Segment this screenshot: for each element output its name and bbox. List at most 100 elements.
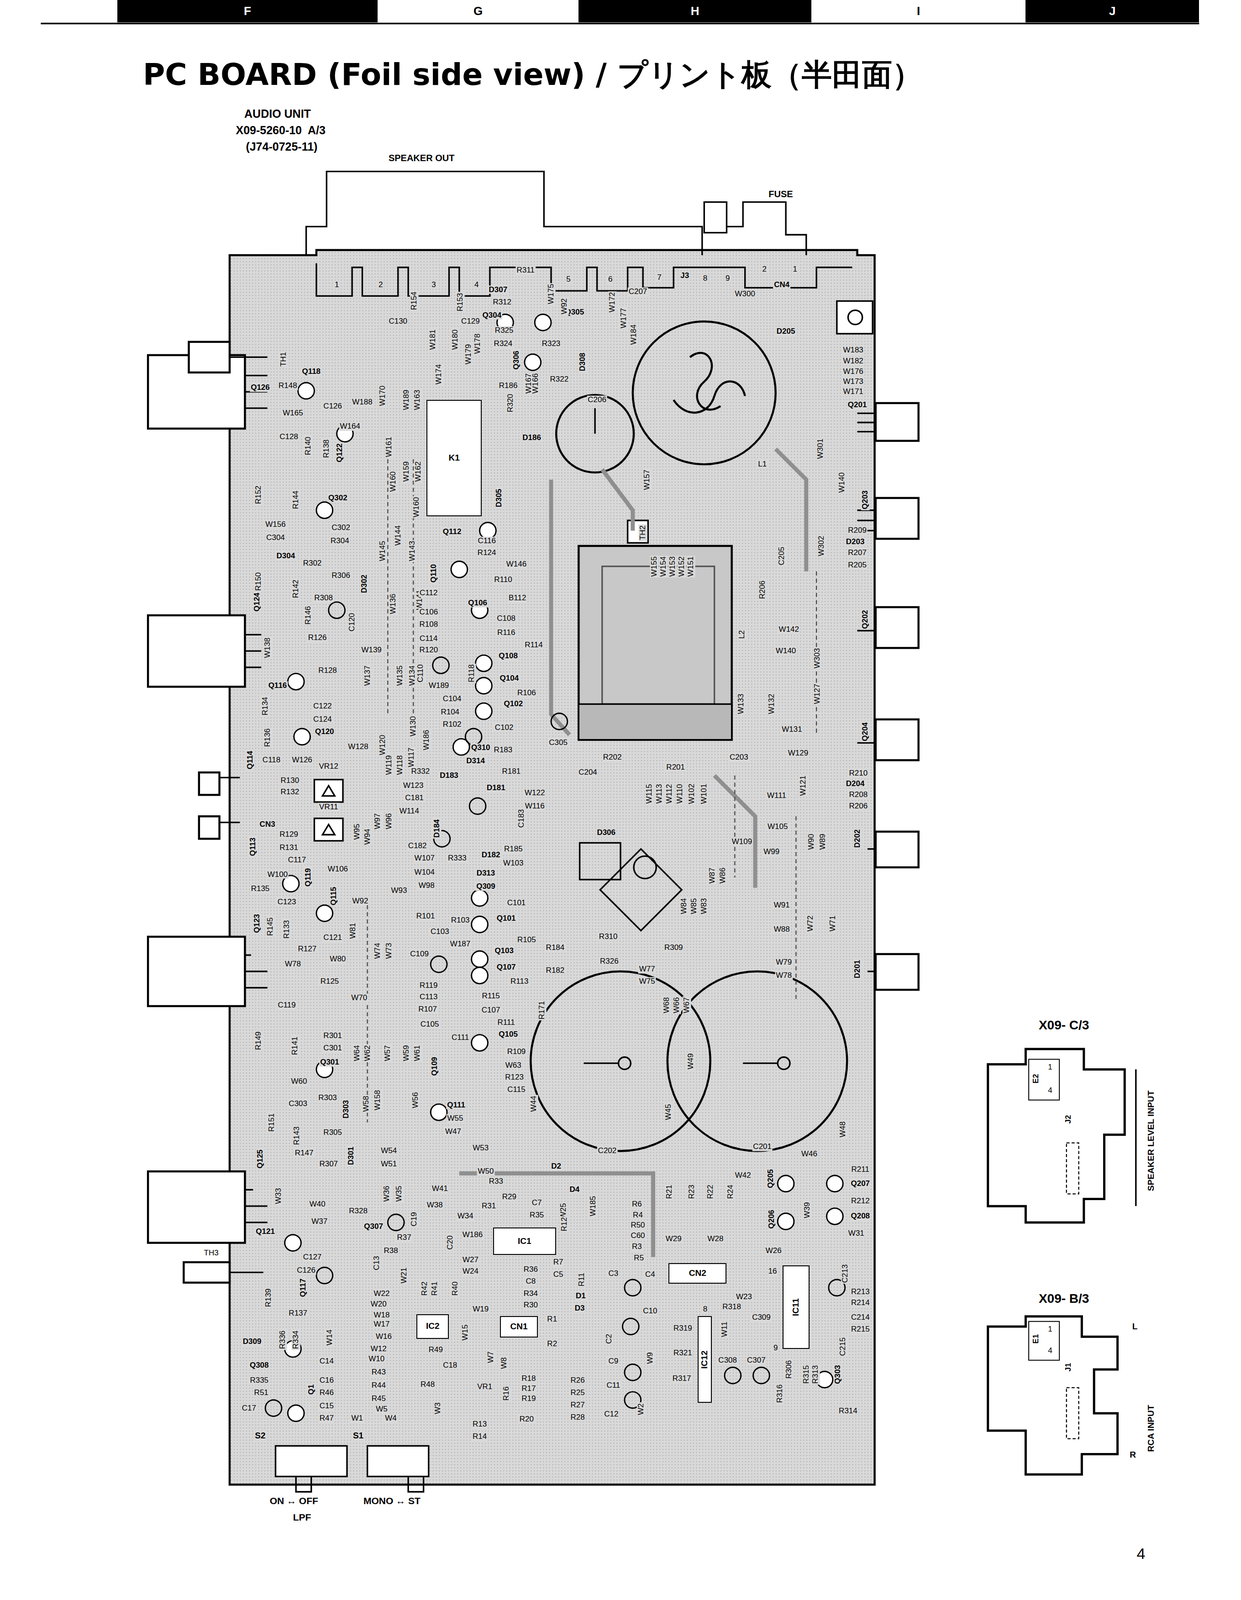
part-label: R152: [253, 484, 263, 506]
part-label: W15: [461, 1324, 470, 1342]
part-label: R51: [253, 1388, 270, 1398]
part-label: W117: [406, 746, 416, 768]
part-label: R145: [266, 916, 275, 937]
part-label: C14: [318, 1356, 335, 1366]
part-label: C5: [552, 1270, 565, 1279]
part-label: W27: [461, 1256, 480, 1265]
part-label: W54: [379, 1146, 398, 1156]
part-label: W58: [362, 1095, 371, 1114]
copper-traces: [459, 449, 807, 1258]
part-label: R142: [291, 578, 301, 600]
part-label: Q301: [319, 1057, 341, 1067]
part-label: Q309: [475, 882, 497, 892]
part-label: W136: [388, 593, 398, 616]
part-label: Q119: [304, 867, 313, 889]
part-label: W172: [608, 290, 617, 313]
part-label: W112: [665, 783, 674, 805]
transistor-body: [524, 354, 542, 371]
part-label: Q109: [430, 1056, 440, 1078]
part-label: C206: [586, 395, 608, 405]
part-label: C8: [524, 1277, 537, 1287]
part-label: R36: [522, 1265, 539, 1274]
part-label: R108: [418, 620, 439, 630]
part-label: R41: [430, 1280, 440, 1297]
part-label: C18: [441, 1361, 458, 1370]
part-label: R12: [560, 1216, 569, 1233]
part-label: W165: [281, 409, 304, 418]
part-label: W48: [838, 1120, 848, 1139]
part-label: W163: [413, 389, 422, 411]
node-text: IC12: [699, 1350, 710, 1369]
part-label: L1: [757, 460, 768, 469]
part-label: Q308: [248, 1361, 270, 1370]
part-label: C126: [295, 1266, 317, 1275]
column-band: G: [377, 0, 579, 23]
transistor-body: [777, 1175, 795, 1193]
transistor-body: [475, 677, 493, 695]
part-label: R114: [523, 640, 544, 650]
part-label: MONO ↔ ST: [362, 1495, 422, 1507]
part-label: D205: [775, 327, 797, 337]
transistor-body: [826, 1175, 844, 1193]
part-label: W95: [352, 822, 362, 841]
part-label: C114: [418, 634, 439, 644]
part-label: R140: [304, 435, 313, 457]
part-label: W26: [764, 1246, 783, 1256]
part-label: R25: [569, 1388, 586, 1398]
part-label: 8: [702, 274, 709, 284]
part-label: W162: [414, 460, 423, 483]
part-label: R38: [382, 1246, 399, 1256]
part-label: W16: [374, 1332, 393, 1342]
part-label: W114: [398, 807, 421, 816]
board-outline: [229, 250, 875, 1486]
part-label: RCA INPUT: [1146, 1404, 1157, 1454]
part-label: R23: [687, 1183, 697, 1200]
part-label: W87: [708, 866, 717, 885]
node-text: IC2: [425, 1321, 440, 1332]
part-label: W186: [422, 728, 432, 751]
part-label: W181: [428, 328, 437, 351]
part-label: CN3: [258, 820, 277, 830]
node-text: X09- B/3: [1038, 1292, 1090, 1307]
node-text: F: [243, 4, 252, 18]
part-label: C20: [445, 1235, 455, 1252]
connector-tab: [704, 202, 727, 233]
part-label: W70: [350, 993, 369, 1003]
part-label: W126: [290, 756, 313, 765]
part-label: W182: [841, 357, 864, 366]
part-label: W66: [672, 996, 682, 1015]
part-label: W185: [588, 1195, 598, 1218]
part-label: D1: [574, 1291, 587, 1301]
part-label: W140: [837, 471, 847, 494]
part-label: C181: [404, 794, 425, 803]
part-label: R40: [451, 1280, 460, 1297]
part-label: C12: [603, 1410, 620, 1420]
part-label: W174: [434, 363, 444, 386]
capacitor-body: [624, 1279, 642, 1297]
part-label: W160: [412, 496, 421, 519]
part-label: Q310: [470, 743, 492, 753]
part-label: R131: [278, 843, 300, 853]
part-label: Q110: [429, 563, 439, 584]
part-label: W179: [464, 342, 474, 365]
capacitor-outline: [556, 394, 634, 473]
part-label: W133: [736, 693, 746, 716]
capacitor-body: [328, 602, 346, 619]
part-label: R154: [410, 290, 419, 312]
part-label: C16: [318, 1376, 335, 1386]
part-label: D186: [521, 433, 542, 443]
part-label: R132: [279, 787, 300, 797]
sub-board: X09- B/3: [984, 1292, 1143, 1487]
part-label: R305: [322, 1128, 343, 1138]
node-text: G: [473, 4, 483, 18]
connector-box: CN1: [499, 1316, 538, 1338]
part-label: CN4: [772, 280, 791, 290]
part-label: C110: [416, 663, 426, 684]
part-label: W123: [402, 781, 425, 791]
inductor-winding: [673, 352, 745, 413]
transistor-body: [316, 502, 333, 519]
part-label: L2: [737, 629, 747, 641]
part-label: W154: [659, 555, 668, 578]
part-label: D301: [347, 1146, 356, 1167]
part-label: W91: [772, 900, 791, 910]
